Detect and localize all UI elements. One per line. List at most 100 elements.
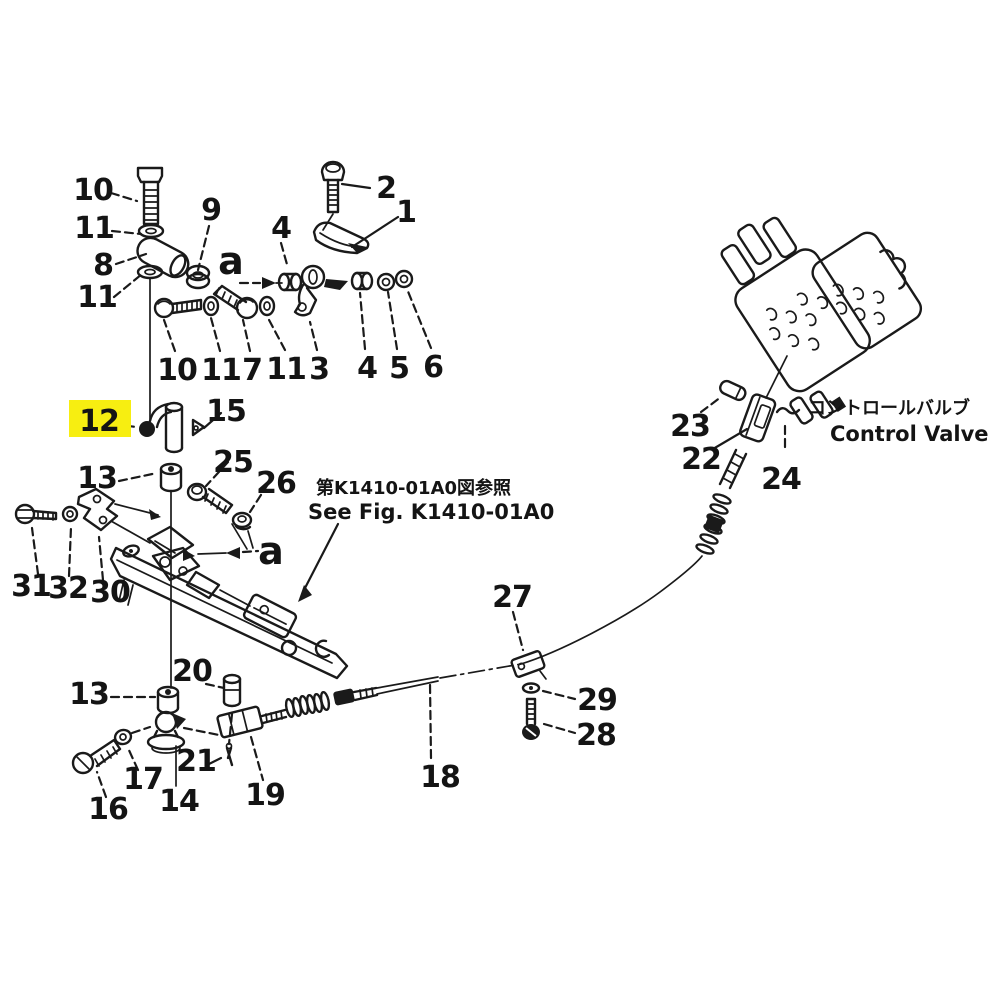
part-26-nut [231,511,253,531]
leader-2 [340,182,372,190]
bottom-cluster [71,673,439,775]
leader-22 [711,427,749,451]
highlight-part-12 [69,400,131,437]
leader-30 [97,535,105,582]
plate-mechanism [122,525,298,639]
leader-11-mid [112,272,144,299]
part-11-washer-c [202,295,220,317]
part-21-cotter-pin [225,742,234,767]
view-arrow-a-mid [197,547,260,559]
leader-4-top [279,241,290,270]
part-10-bolt-lower [153,297,203,319]
part-label-30: 30 [90,575,130,610]
view-label-a-mid: a [258,529,284,573]
control-valve-caption-en: Control Valve [830,422,989,446]
leader-11-top [110,229,143,236]
top-linkage-cluster [136,160,414,420]
part-label-23: 23 [670,409,710,444]
part-13-bushing-top [159,462,183,493]
part-label-10-row: 10 [157,353,197,388]
part-label-24: 24 [761,462,801,497]
leader-4-row [358,291,367,351]
part-label-9: 9 [201,193,221,228]
part-label-5: 5 [389,351,409,386]
leader-29 [541,689,577,701]
view-arrow-a-top [238,277,283,289]
leader-32 [67,525,73,578]
part-1-lever-plate [312,221,370,255]
leader-11-row1 [209,316,222,353]
part-29-washer [521,682,541,694]
part-label-13-bot: 13 [69,677,109,712]
part-label-13-top: 13 [77,461,117,496]
part-label-4-row: 4 [357,351,377,386]
link-line-14-19 [182,726,221,737]
part-31-bolt [14,503,58,525]
lever-column [139,401,260,689]
mounting-plate [109,522,349,680]
leader-10-row [162,318,177,353]
view-label-a-top: a [218,239,244,283]
part-label-26: 26 [256,466,296,501]
part-label-11-row2: 11 [266,352,306,387]
valve-linkage [695,379,801,555]
leader-17 [126,746,140,772]
part-label-32: 32 [48,571,88,606]
part-label-11-row1: 11 [201,353,241,388]
see-fig-arrow [298,522,340,602]
leader-31 [30,526,40,576]
part-11-washer-a [137,223,165,239]
pointer-lines-to-a [231,523,254,550]
part-20-pin [222,673,242,708]
part-27-clamp [510,650,546,678]
cable-threaded-end-left [260,676,439,725]
part-label-19: 19 [245,778,285,813]
leader-10-top [109,191,139,203]
part-label-12-highlighted: 12 [79,404,119,439]
part-label-1: 1 [396,195,416,230]
leader-23 [699,395,723,414]
clamp-cluster [510,650,547,740]
part-2-knob-bolt [320,160,346,231]
part-17-washer [113,728,133,746]
control-valve-body [720,216,923,425]
part-13-bushing-bottom [156,685,180,715]
leader-15 [202,411,223,430]
link-line-17-14 [130,725,152,735]
leader-7 [241,318,252,353]
part-label-6: 6 [423,350,443,385]
part-label-2: 2 [376,171,396,206]
part-3-lever-hub [293,264,348,317]
clamp-foot [539,670,547,680]
part-label-25: 25 [213,445,253,480]
part-label-29: 29 [577,683,617,718]
leader-6 [405,287,433,350]
part-19-rod-end [216,705,264,739]
leader-3 [308,320,319,352]
part-4-bushing-right [350,271,374,291]
leader-21 [207,756,223,766]
part-5-washer [376,272,396,292]
part-label-27: 27 [492,580,532,615]
part-label-17: 17 [123,762,163,797]
labels-layer: 10 11 8 11 9 a 4 2 1 10 11 7 11 3 4 5 6 … [11,171,988,827]
leader-1 [350,215,400,249]
part-15-pin [191,418,206,437]
part-14-ball-lever [146,710,186,754]
leader-27 [511,610,525,652]
part-7-bolt [212,284,259,320]
leader-8 [114,252,148,266]
cable-threaded-end-upper [695,448,748,555]
control-valve-caption-jp: コントロールバルブ [808,397,970,419]
part-label-22: 22 [681,442,721,477]
part-28-bolt [522,697,540,740]
cable-18 [439,555,703,679]
part-label-16: 16 [88,792,128,827]
part-11-washer-d [258,295,276,317]
part-label-18: 18 [420,760,460,795]
plate-slot [314,639,331,658]
leader-16 [95,770,108,799]
part-16-bolt [71,738,122,775]
